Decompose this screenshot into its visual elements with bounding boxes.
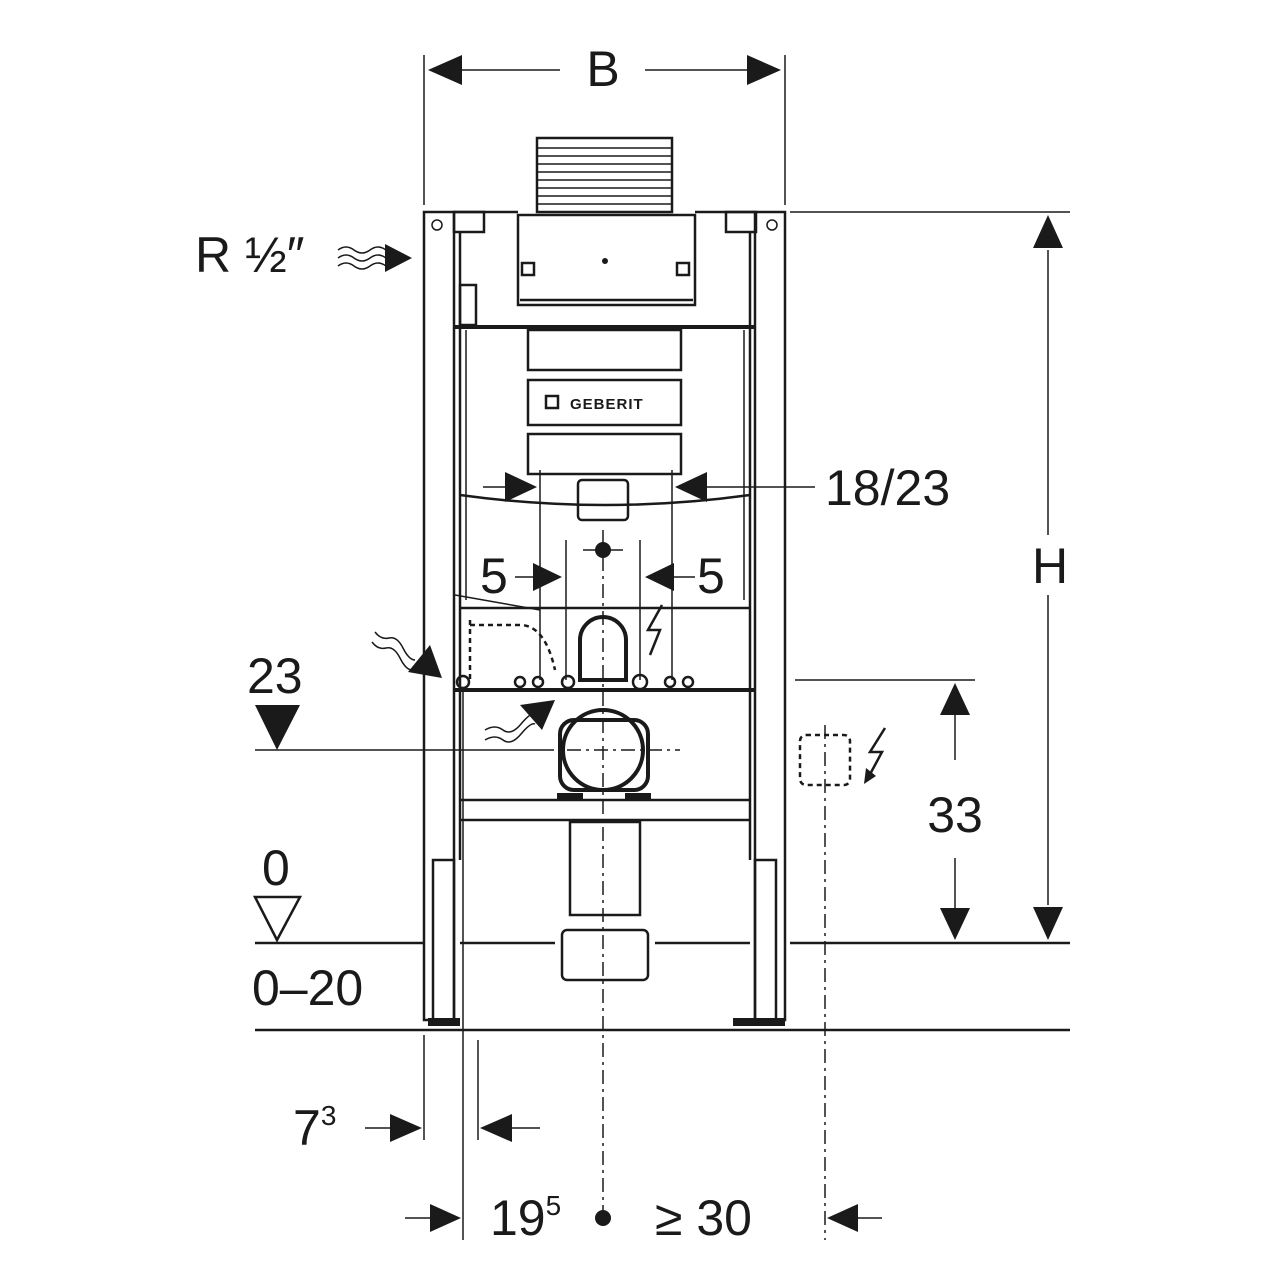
drain-pipe <box>540 530 680 1210</box>
height-label: H <box>1032 538 1068 594</box>
post-depth-dimension: 73 <box>293 690 540 1240</box>
supply-arrows <box>371 631 555 743</box>
height-dimension: H <box>790 211 1070 940</box>
electrical-height-dimension: 33 <box>795 679 983 940</box>
electrical-height-label: 33 <box>927 787 983 843</box>
connections-row <box>454 594 695 691</box>
cistern: GEBERIT <box>516 136 697 522</box>
geberit-logo: GEBERIT <box>570 396 644 413</box>
floor-levels: 0 0–20 <box>252 840 1070 1032</box>
electrical-offset-label: ≥ 30 <box>655 1190 752 1246</box>
water-connection: R ½″ <box>195 227 412 283</box>
installation-frame <box>422 210 787 1026</box>
offset-right-label: 5 <box>697 548 725 604</box>
width-dimension: B <box>423 41 786 205</box>
center-offset-label: 195 <box>490 1190 561 1246</box>
offset-dimensions: 5 5 <box>480 540 725 680</box>
width-label: B <box>586 41 619 97</box>
flush-width-label: 18/23 <box>825 460 950 516</box>
floor-range-label: 0–20 <box>252 960 363 1016</box>
flush-width-dimension: 18/23 <box>459 460 950 680</box>
water-connection-label: R ½″ <box>195 227 304 283</box>
drain-height-label: 23 <box>247 648 303 704</box>
floor-level-label: 0 <box>262 840 290 896</box>
offset-left-label: 5 <box>480 548 508 604</box>
drain-height-marker: 23 <box>247 648 540 751</box>
electrical-box <box>798 725 887 1240</box>
post-depth-label: 73 <box>293 1100 336 1156</box>
bottom-dimensions: 195 ≥ 30 <box>405 1190 882 1246</box>
